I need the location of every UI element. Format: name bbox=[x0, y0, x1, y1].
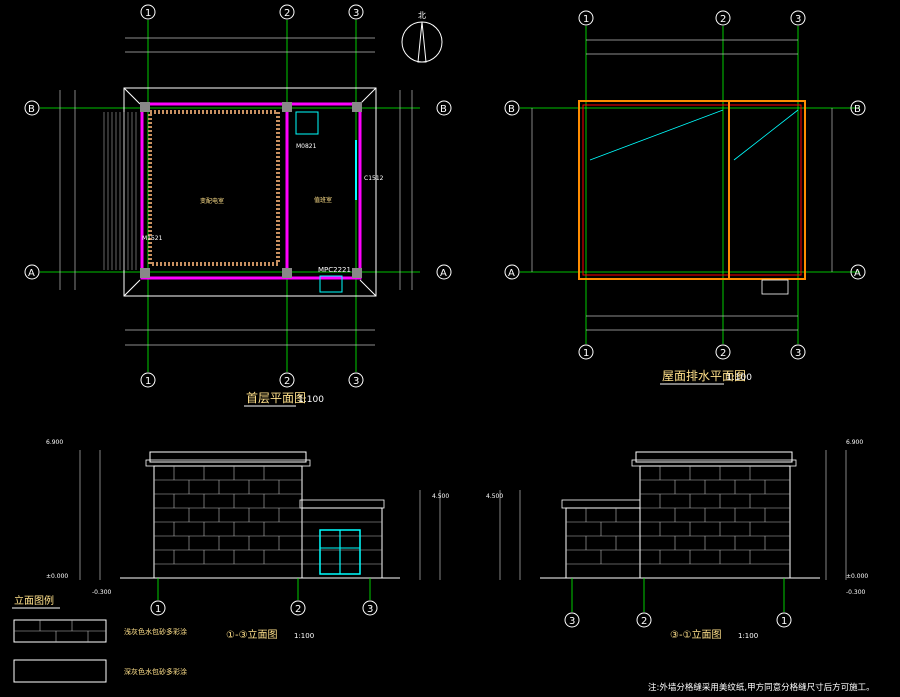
roof-axis-a-right: A bbox=[854, 268, 861, 279]
axis-bubble-2-bottom: 2 bbox=[284, 376, 290, 387]
roof-axis-2-bottom: 2 bbox=[720, 348, 726, 359]
elev-back-level-mid: 4.500 bbox=[486, 493, 503, 500]
axis-bubble-1-top: 1 bbox=[145, 8, 151, 19]
axis-bubble-2-top: 2 bbox=[284, 8, 290, 19]
elevation-1-3: 6.900 4.500 ±0.000 -0.300 1 2 3 ①-③立面图 1… bbox=[46, 439, 449, 641]
roof-axis-b-left: B bbox=[508, 104, 515, 115]
door-m1-label: M1521 bbox=[142, 235, 163, 242]
roof-axis-a-left: A bbox=[508, 268, 515, 279]
elev-back-axis-3: 3 bbox=[569, 616, 575, 627]
elev-back-title: ③-①立面图 bbox=[670, 628, 722, 641]
elev-front-level-mid: 4.500 bbox=[432, 493, 449, 500]
window-c-label: C1512 bbox=[364, 175, 384, 182]
elev-back-level-below: -0.300 bbox=[846, 589, 866, 596]
axis-bubble-1-bottom: 1 bbox=[145, 376, 151, 387]
elev-front-level-top: 6.900 bbox=[46, 439, 63, 446]
room-main-label: 变配电室 bbox=[200, 197, 224, 205]
axis-bubble-b-left: B bbox=[28, 104, 35, 115]
ground-floor-plan: 变配电室 值班室 M0821 MPC2221 M1521 C1512 1 2 3… bbox=[24, 4, 452, 407]
roof-drainage-plan: 1 2 3 1 2 3 B A B A 屋面排水平面图 1:100 bbox=[504, 10, 866, 385]
elev-front-level-below: -0.300 bbox=[92, 589, 112, 596]
roof-plan-scale: 1:100 bbox=[726, 373, 752, 383]
elev-back-axis-2: 2 bbox=[641, 616, 647, 627]
axis-bubble-b-right: B bbox=[440, 104, 447, 115]
legend-item-2: 深灰色水包砂多彩涂 bbox=[124, 667, 187, 676]
room-side-label: 值班室 bbox=[314, 196, 332, 204]
elevation-3-1: 6.900 4.500 ±0.000 -0.300 3 2 1 ③-①立面图 1… bbox=[486, 439, 868, 641]
construction-note: 注:外墙分格缝采用美纹纸,甲方同意分格缝尺寸后方可施工。 bbox=[648, 682, 875, 693]
elevation-legend: 立面图例 浅灰色水包砂多彩涂 深灰色水包砂多彩涂 bbox=[12, 594, 187, 683]
ground-plan-title: 首层平面图 bbox=[246, 391, 306, 405]
north-label: 北 bbox=[418, 11, 426, 20]
roof-axis-b-right: B bbox=[854, 104, 861, 115]
north-arrow-icon bbox=[401, 21, 443, 63]
elev-front-level-ground: ±0.000 bbox=[46, 573, 68, 580]
elev-front-axis-2: 2 bbox=[295, 604, 301, 615]
legend-swatch-dark bbox=[13, 659, 107, 683]
legend-title: 立面图例 bbox=[14, 594, 54, 607]
elev-front-scale: 1:100 bbox=[294, 632, 314, 640]
elev-back-scale: 1:100 bbox=[738, 632, 758, 640]
roof-axis-1-bottom: 1 bbox=[583, 348, 589, 359]
roof-axis-3-bottom: 3 bbox=[795, 348, 801, 359]
elev-back-level-top: 6.900 bbox=[846, 439, 863, 446]
legend-item-1: 浅灰色水包砂多彩涂 bbox=[124, 627, 187, 636]
roof-axis-3-top: 3 bbox=[795, 14, 801, 25]
roof-axis-2-top: 2 bbox=[720, 14, 726, 25]
axis-bubble-3-top: 3 bbox=[353, 8, 359, 19]
elev-back-axis-1: 1 bbox=[781, 616, 787, 627]
elev-front-title: ①-③立面图 bbox=[226, 628, 278, 641]
window-mpc-label: MPC2221 bbox=[318, 266, 351, 274]
axis-bubble-a-right: A bbox=[440, 268, 447, 279]
door-m0821-label: M0821 bbox=[296, 143, 317, 150]
axis-bubble-a-left: A bbox=[28, 268, 35, 279]
elev-front-axis-1: 1 bbox=[155, 604, 161, 615]
ground-plan-scale: 1:100 bbox=[298, 395, 324, 405]
roof-axis-1-top: 1 bbox=[583, 14, 589, 25]
elev-front-axis-3: 3 bbox=[367, 604, 373, 615]
axis-bubble-3-bottom: 3 bbox=[353, 376, 359, 387]
elev-back-level-ground: ±0.000 bbox=[846, 573, 868, 580]
roof-plan-title: 屋面排水平面图 bbox=[662, 369, 746, 383]
